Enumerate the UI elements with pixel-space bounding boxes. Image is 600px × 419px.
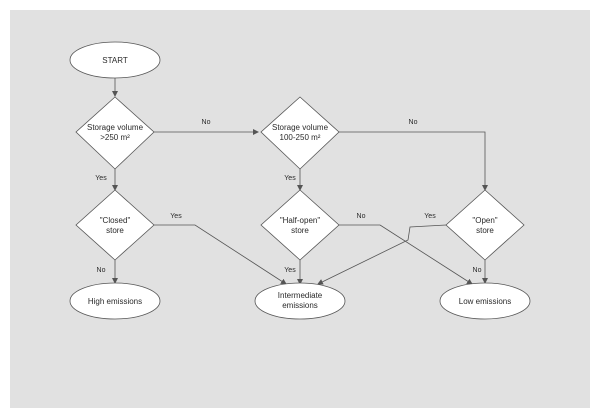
d1-label-line2: >250 m² bbox=[100, 133, 130, 142]
d3-label-line1: "Closed" bbox=[100, 216, 131, 225]
d4-label-line2: store bbox=[291, 226, 309, 235]
high-label: High emissions bbox=[88, 297, 142, 306]
d4-label-line1: "Half-open" bbox=[280, 216, 321, 225]
result-high-emissions bbox=[69, 282, 161, 320]
edge-d5-inter-yes bbox=[317, 224, 447, 285]
d1-label-line1: Storage volume bbox=[87, 123, 144, 132]
edge-label-d5-no: No bbox=[473, 267, 482, 274]
d3-label-line2: store bbox=[106, 226, 124, 235]
decision-open-store bbox=[445, 189, 525, 261]
result-intermediate-emissions bbox=[254, 282, 346, 320]
edge-d3-inter-yes bbox=[154, 224, 287, 285]
decision-half-open-store bbox=[260, 189, 340, 261]
start-node bbox=[69, 41, 161, 79]
nodes bbox=[69, 41, 531, 320]
d2-label-line2: 100-250 m² bbox=[280, 133, 321, 142]
edge-label-d2-no: No bbox=[409, 119, 418, 126]
edge-label-d3-yes: Yes bbox=[170, 213, 182, 220]
decision-storage-volume-medium bbox=[260, 96, 340, 170]
edges bbox=[112, 78, 488, 285]
d2-label-line1: Storage volume bbox=[272, 123, 329, 132]
result-low-emissions bbox=[439, 282, 531, 320]
d5-label-line2: store bbox=[476, 226, 494, 235]
edge-label-d1-yes: Yes bbox=[95, 175, 107, 182]
decision-closed-store bbox=[75, 189, 155, 261]
edge-label-d2-yes: Yes bbox=[284, 175, 296, 182]
edge-d4-low-no bbox=[339, 224, 473, 285]
inter-label-line2: emissions bbox=[282, 301, 318, 310]
edge-label-d5-yes: Yes bbox=[424, 213, 436, 220]
edge-label-d1-no: No bbox=[202, 119, 211, 126]
node-labels: START Storage volume >250 m² Storage vol… bbox=[87, 56, 511, 310]
start-label: START bbox=[102, 56, 128, 65]
d5-label-line1: "Open" bbox=[472, 216, 497, 225]
edge-labels: No No Yes Yes Yes No Yes No Yes No bbox=[95, 119, 481, 274]
edge-label-d4-no: No bbox=[357, 213, 366, 220]
edge-label-d4-yes: Yes bbox=[284, 267, 296, 274]
edge-label-d3-no: No bbox=[97, 267, 106, 274]
decision-storage-volume-large bbox=[75, 96, 155, 170]
edge-d2-d5-no bbox=[339, 131, 488, 191]
inter-label-line1: Intermediate bbox=[278, 291, 323, 300]
low-label: Low emissions bbox=[459, 297, 511, 306]
